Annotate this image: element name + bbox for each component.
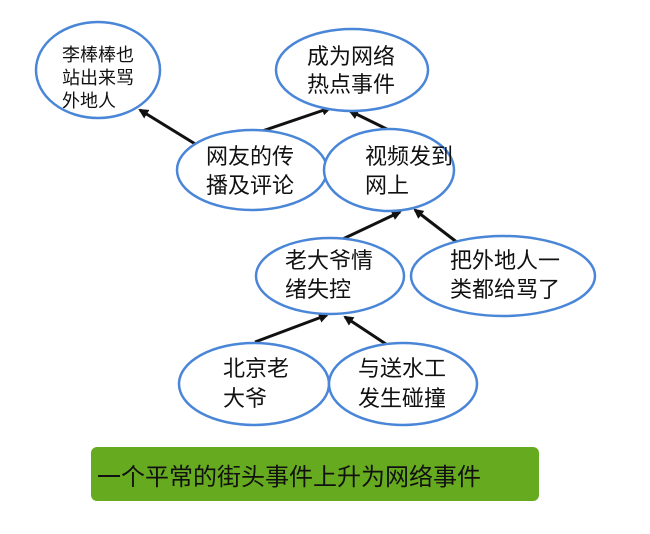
summary-caption-text: 一个平常的街头事件上升为网络事件: [97, 462, 481, 491]
label-video-online: 视频发到 网上: [365, 145, 460, 199]
node-scold-outsiders: [409, 234, 597, 318]
label-scold-outsiders: 把外地人一 类都给骂了: [450, 249, 567, 303]
arrow-scold-to-video: [413, 208, 459, 245]
label-li-bangbang: 李棒棒也 站出来骂 外地人: [62, 45, 140, 112]
node-li-bangbang: [34, 20, 162, 120]
node-old-man-emotion: [254, 236, 406, 316]
node-delivery-worker-clash: [327, 341, 479, 427]
label-old-man-emotion: 老大爷情 绪失控: [285, 249, 380, 303]
node-video-online: [322, 127, 456, 213]
label-delivery-worker-clash: 与送水工 发生碰撞: [358, 357, 453, 412]
label-beijing-old-man: 北京老 大爷: [223, 357, 296, 412]
arrow-beijing-to-emotion: [254, 313, 329, 344]
label-netizen-spread: 网友的传 播及评论: [206, 145, 301, 199]
node-beijing-old-man: [177, 341, 331, 427]
label-network-hotspot: 成为网络 热点事件: [307, 45, 402, 98]
node-network-hotspot: [274, 27, 430, 113]
summary-caption-box: 一个平常的街头事件上升为网络事件: [91, 447, 539, 501]
